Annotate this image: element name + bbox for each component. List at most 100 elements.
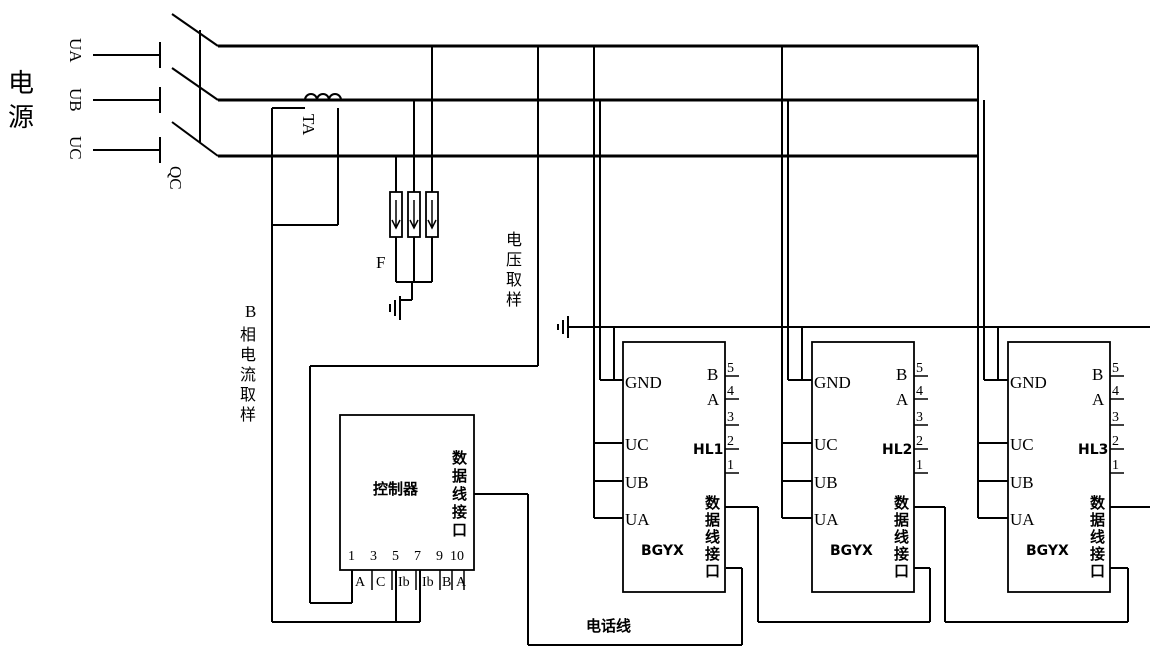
current-sampling-3: 电 [240, 345, 256, 364]
current-sampling-4: 流 [240, 365, 256, 384]
bgyx-2-port-5: 口 [894, 562, 909, 580]
gnd-bus [557, 316, 1150, 338]
controller-terminal-b: B [442, 575, 451, 590]
bgyx-2-pin-1: 1 [916, 458, 923, 473]
bgyx-1-port-2: 据 [705, 511, 720, 529]
voltage-sampling-line [309, 46, 539, 604]
bgyx-2-ua: UA [814, 510, 839, 529]
bgyx-3-pin-3: 3 [1112, 410, 1119, 425]
controller-port-3: 线 [452, 485, 467, 503]
bgyx-3-uc: UC [1010, 435, 1034, 454]
controller-port-5: 口 [452, 521, 467, 539]
current-transformer [271, 93, 342, 622]
bgyx-1-gnd: GND [625, 373, 662, 392]
bgyx-2-name: BGYX [830, 543, 873, 559]
bgyx-1-name: BGYX [641, 543, 684, 559]
breaker-qc [93, 13, 219, 163]
voltage-sampling-2: 压 [506, 250, 522, 269]
bgyx-3-port-2: 据 [1090, 511, 1105, 529]
bgyx-1-port-1: 数 [705, 494, 721, 512]
voltage-sampling-1: 电 [506, 230, 522, 249]
ta-label: TA [299, 114, 318, 136]
phase-label-uc: UC [66, 136, 85, 160]
bgyx-3-hl: HL3 [1078, 442, 1108, 458]
controller-pin-10: 10 [450, 549, 464, 564]
bgyx-1-ua: UA [625, 510, 650, 529]
controller-pin-7: 7 [414, 549, 421, 564]
bgyx-1-uc: UC [625, 435, 649, 454]
bgyx-1-pin-3: 3 [727, 410, 734, 425]
bgyx-2-pin-5: 5 [916, 361, 923, 376]
bgyx-3-ub: UB [1010, 473, 1034, 492]
bus-bars [218, 44, 979, 160]
bgyx-2-ub: UB [814, 473, 838, 492]
current-sampling-5: 取 [240, 385, 256, 404]
bgyx-2-pin-4: 4 [916, 384, 923, 399]
bgyx-units: GNDUCUBUABAHL154321数据线接口BGYXGNDUCUBUABAH… [593, 46, 1150, 623]
controller-pin-5: 5 [392, 549, 399, 564]
bgyx-1-port-3: 线 [705, 528, 720, 546]
bgyx-3-pin-4: 4 [1112, 384, 1119, 399]
controller-pin-1: 1 [348, 549, 355, 564]
phone-line-label: 电话线 [586, 617, 631, 635]
bgyx-2-pin-2: 2 [916, 434, 923, 449]
bgyx-1-port-5: 口 [705, 562, 720, 580]
bgyx-1-hl: HL1 [693, 442, 723, 458]
power-label-2: 源 [8, 103, 34, 133]
controller-terminal-a2: A [456, 575, 467, 590]
voltage-sampling-3: 取 [506, 270, 522, 289]
bgyx-2-gnd: GND [814, 373, 851, 392]
bgyx-1-pin-2: 2 [727, 434, 734, 449]
controller-port-1: 数 [452, 449, 468, 467]
current-sampling-2: 相 [240, 325, 256, 344]
bgyx-2-hl: HL2 [882, 442, 912, 458]
voltage-sampling-4: 样 [506, 290, 522, 309]
bgyx-3-name: BGYX [1026, 543, 1069, 559]
phase-label-ub: UB [66, 88, 85, 112]
controller-terminal-ib2: Ib [422, 575, 434, 590]
bgyx-2-port-4: 接 [894, 545, 909, 563]
bgyx-3-port-4: 接 [1090, 545, 1105, 563]
bgyx-1-port-4: 接 [705, 545, 720, 563]
bgyx-1-ub: UB [625, 473, 649, 492]
phase-label-ua: UA [66, 38, 85, 63]
controller-terminal-ib1: Ib [398, 575, 410, 590]
bgyx-1-pin-b: B [707, 365, 718, 384]
bgyx-3-port-5: 口 [1090, 562, 1105, 580]
bgyx-3-port-3: 线 [1090, 528, 1105, 546]
fuse-f [389, 46, 439, 320]
breaker-label: QC [166, 166, 185, 190]
bgyx-2-port-3: 线 [894, 528, 909, 546]
bgyx-1-pin-4: 4 [727, 384, 734, 399]
bgyx-2-pin-a: A [896, 390, 909, 409]
bgyx-3-pin-2: 2 [1112, 434, 1119, 449]
controller-title: 控制器 [373, 480, 419, 498]
controller-terminal-c: C [376, 575, 385, 590]
controller [272, 414, 743, 646]
controller-port-4: 接 [452, 503, 467, 521]
fuse-label: F [376, 253, 385, 272]
bgyx-1-pin-1: 1 [727, 458, 734, 473]
controller-pins: 1 3 5 7 9 10 [348, 549, 464, 564]
current-sampling-6: 样 [240, 405, 256, 424]
controller-pin-3: 3 [370, 549, 377, 564]
bgyx-data-chain [725, 506, 1150, 623]
current-sampling-1: B [245, 302, 256, 321]
bgyx-3-pin-1: 1 [1112, 458, 1119, 473]
bgyx-2-port-1: 数 [894, 494, 910, 512]
controller-terminals: A C Ib Ib B A [355, 575, 467, 590]
bgyx-3-pin-a: A [1092, 390, 1105, 409]
bgyx-3-port-1: 数 [1090, 494, 1106, 512]
bgyx-1-pin-5: 5 [727, 361, 734, 376]
bgyx-2-pin-3: 3 [916, 410, 923, 425]
controller-port-2: 据 [452, 467, 467, 485]
bgyx-2-uc: UC [814, 435, 838, 454]
controller-pin-9: 9 [436, 549, 443, 564]
bgyx-3-pin-5: 5 [1112, 361, 1119, 376]
bgyx-3-gnd: GND [1010, 373, 1047, 392]
